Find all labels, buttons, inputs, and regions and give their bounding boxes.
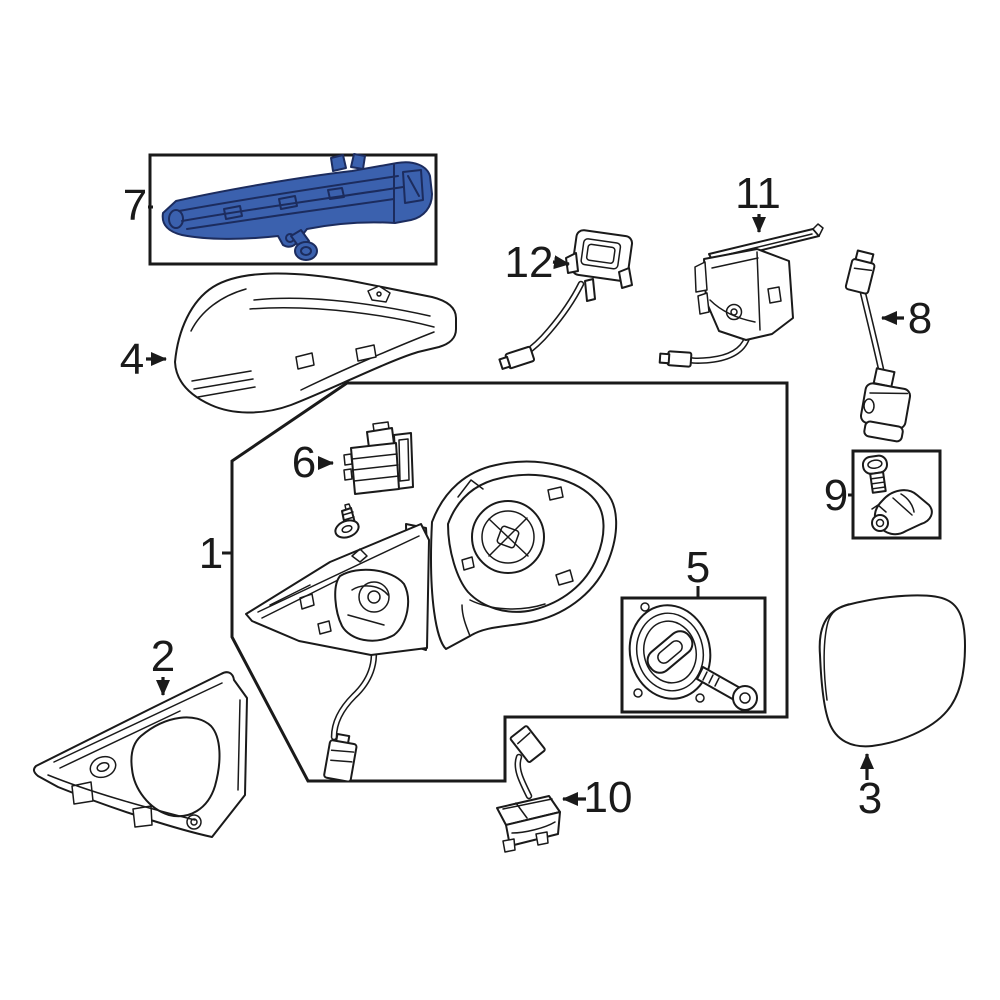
part-12-sensor xyxy=(498,229,634,370)
part-1-mirror-assembly xyxy=(245,460,618,783)
callout-12-arrow xyxy=(552,255,570,270)
callout-5-label: 5 xyxy=(686,543,710,592)
part-4-mirror-cover xyxy=(174,272,457,414)
part-1-harness-connector xyxy=(323,732,358,783)
part-3-mirror-glass xyxy=(818,594,966,748)
callout-2-label: 2 xyxy=(151,632,175,681)
callout-11-label: 11 xyxy=(735,169,781,218)
callout-8-label: 8 xyxy=(908,294,932,343)
callout-6-label: 6 xyxy=(292,438,316,487)
callout-10-label: 10 xyxy=(584,773,633,822)
part-11-mounting-bracket xyxy=(658,223,824,368)
part-10-puddle-lamp xyxy=(496,725,561,853)
callout-12-label: 12 xyxy=(505,238,554,287)
part-2-corner-cover xyxy=(32,671,248,838)
part-6-mirror-motor xyxy=(343,421,414,495)
part-1-screw xyxy=(334,503,360,539)
part-5-speaker xyxy=(628,602,758,711)
part-10-connector xyxy=(509,725,546,763)
part-12-connector xyxy=(498,345,536,370)
part-5-bolt xyxy=(696,666,758,711)
callout-1-label: 1 xyxy=(199,529,223,578)
part-7-turn-signal-lamp xyxy=(161,153,433,261)
part-11-connector xyxy=(658,350,693,368)
callout-4-label: 4 xyxy=(120,335,144,384)
part-9-camera-bracket xyxy=(861,454,933,536)
callout-3-label: 3 xyxy=(858,774,882,823)
callouts: 7 4 12 11 8 9 6 1 5 2 10 3 xyxy=(120,169,932,823)
callout-7-label: 7 xyxy=(123,181,147,230)
part-8-camera xyxy=(844,249,912,443)
callout-9-label: 9 xyxy=(824,471,848,520)
